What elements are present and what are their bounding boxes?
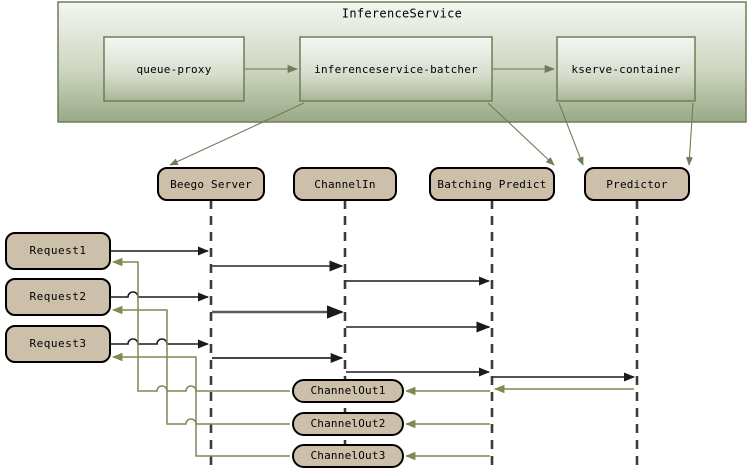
- channelout1-label: ChannelOut1: [310, 384, 385, 397]
- queue-proxy-box[interactable]: [103, 36, 245, 102]
- inferenceservice-title: InferenceService: [342, 7, 462, 21]
- container-queue-proxy[interactable]: queue-proxy: [103, 36, 245, 102]
- lifeline-box-batching-predict[interactable]: [429, 167, 555, 201]
- return-channelout2-to-request2: [111, 305, 290, 425]
- channelout1-box[interactable]: [292, 379, 404, 403]
- diagonal-batcher-to-batching-predict: [487, 102, 555, 166]
- lifeline-box-beego-server[interactable]: [157, 167, 265, 201]
- return-channelout3-to-request3: [111, 352, 290, 457]
- channelout-box-2[interactable]: ChannelOut2: [292, 412, 404, 436]
- diagonal-batcher-to-beego-server: [169, 102, 305, 166]
- lifeline-predictor[interactable]: Predictor: [584, 167, 690, 201]
- diagonal-kserve-to-predictor-left: [558, 102, 584, 166]
- request-box-2[interactable]: Request2: [5, 278, 111, 316]
- channelout3-label: ChannelOut3: [310, 449, 385, 462]
- request2-label: Request2: [30, 290, 87, 303]
- diagonal-kserve-to-predictor-right: [685, 102, 694, 166]
- kserve-container-label: kserve-container: [571, 63, 680, 76]
- queue-proxy-label: queue-proxy: [136, 63, 211, 76]
- request-box-1[interactable]: Request1: [5, 232, 111, 270]
- lifeline-label-channelin: ChannelIn: [314, 178, 375, 191]
- lifeline-box-channelin[interactable]: [293, 167, 397, 201]
- channelout-box-3[interactable]: ChannelOut3: [292, 444, 404, 468]
- request3-label: Request3: [30, 337, 87, 350]
- lifeline-box-predictor[interactable]: [584, 167, 690, 201]
- container-kserve-container[interactable]: kserve-container: [556, 36, 696, 102]
- return-channelout1-to-request1: [111, 257, 290, 392]
- call-request2-to-beego: [110, 291, 210, 302]
- lifeline-channelin[interactable]: ChannelIn: [293, 167, 397, 201]
- lifeline-label-predictor: Predictor: [606, 178, 668, 191]
- call-request3-to-beego: [110, 338, 210, 349]
- container-inferenceservice-batcher[interactable]: inferenceservice-batcher: [299, 36, 493, 102]
- lifeline-beego-server[interactable]: Beego Server: [157, 167, 265, 201]
- channelout3-box[interactable]: [292, 444, 404, 468]
- channelout2-box[interactable]: [292, 412, 404, 436]
- channelout2-label: ChannelOut2: [310, 417, 385, 430]
- lifeline-batching-predict[interactable]: Batching Predict: [429, 167, 555, 201]
- lifeline-label-beego-server: Beego Server: [170, 178, 252, 191]
- request1-label: Request1: [30, 244, 87, 257]
- kserve-container-box[interactable]: [556, 36, 696, 102]
- lifeline-label-batching-predict: Batching Predict: [437, 178, 546, 191]
- inferenceservice-batcher-label: inferenceservice-batcher: [314, 63, 478, 76]
- channelout-box-1[interactable]: ChannelOut1: [292, 379, 404, 403]
- request-box-3[interactable]: Request3: [5, 325, 111, 363]
